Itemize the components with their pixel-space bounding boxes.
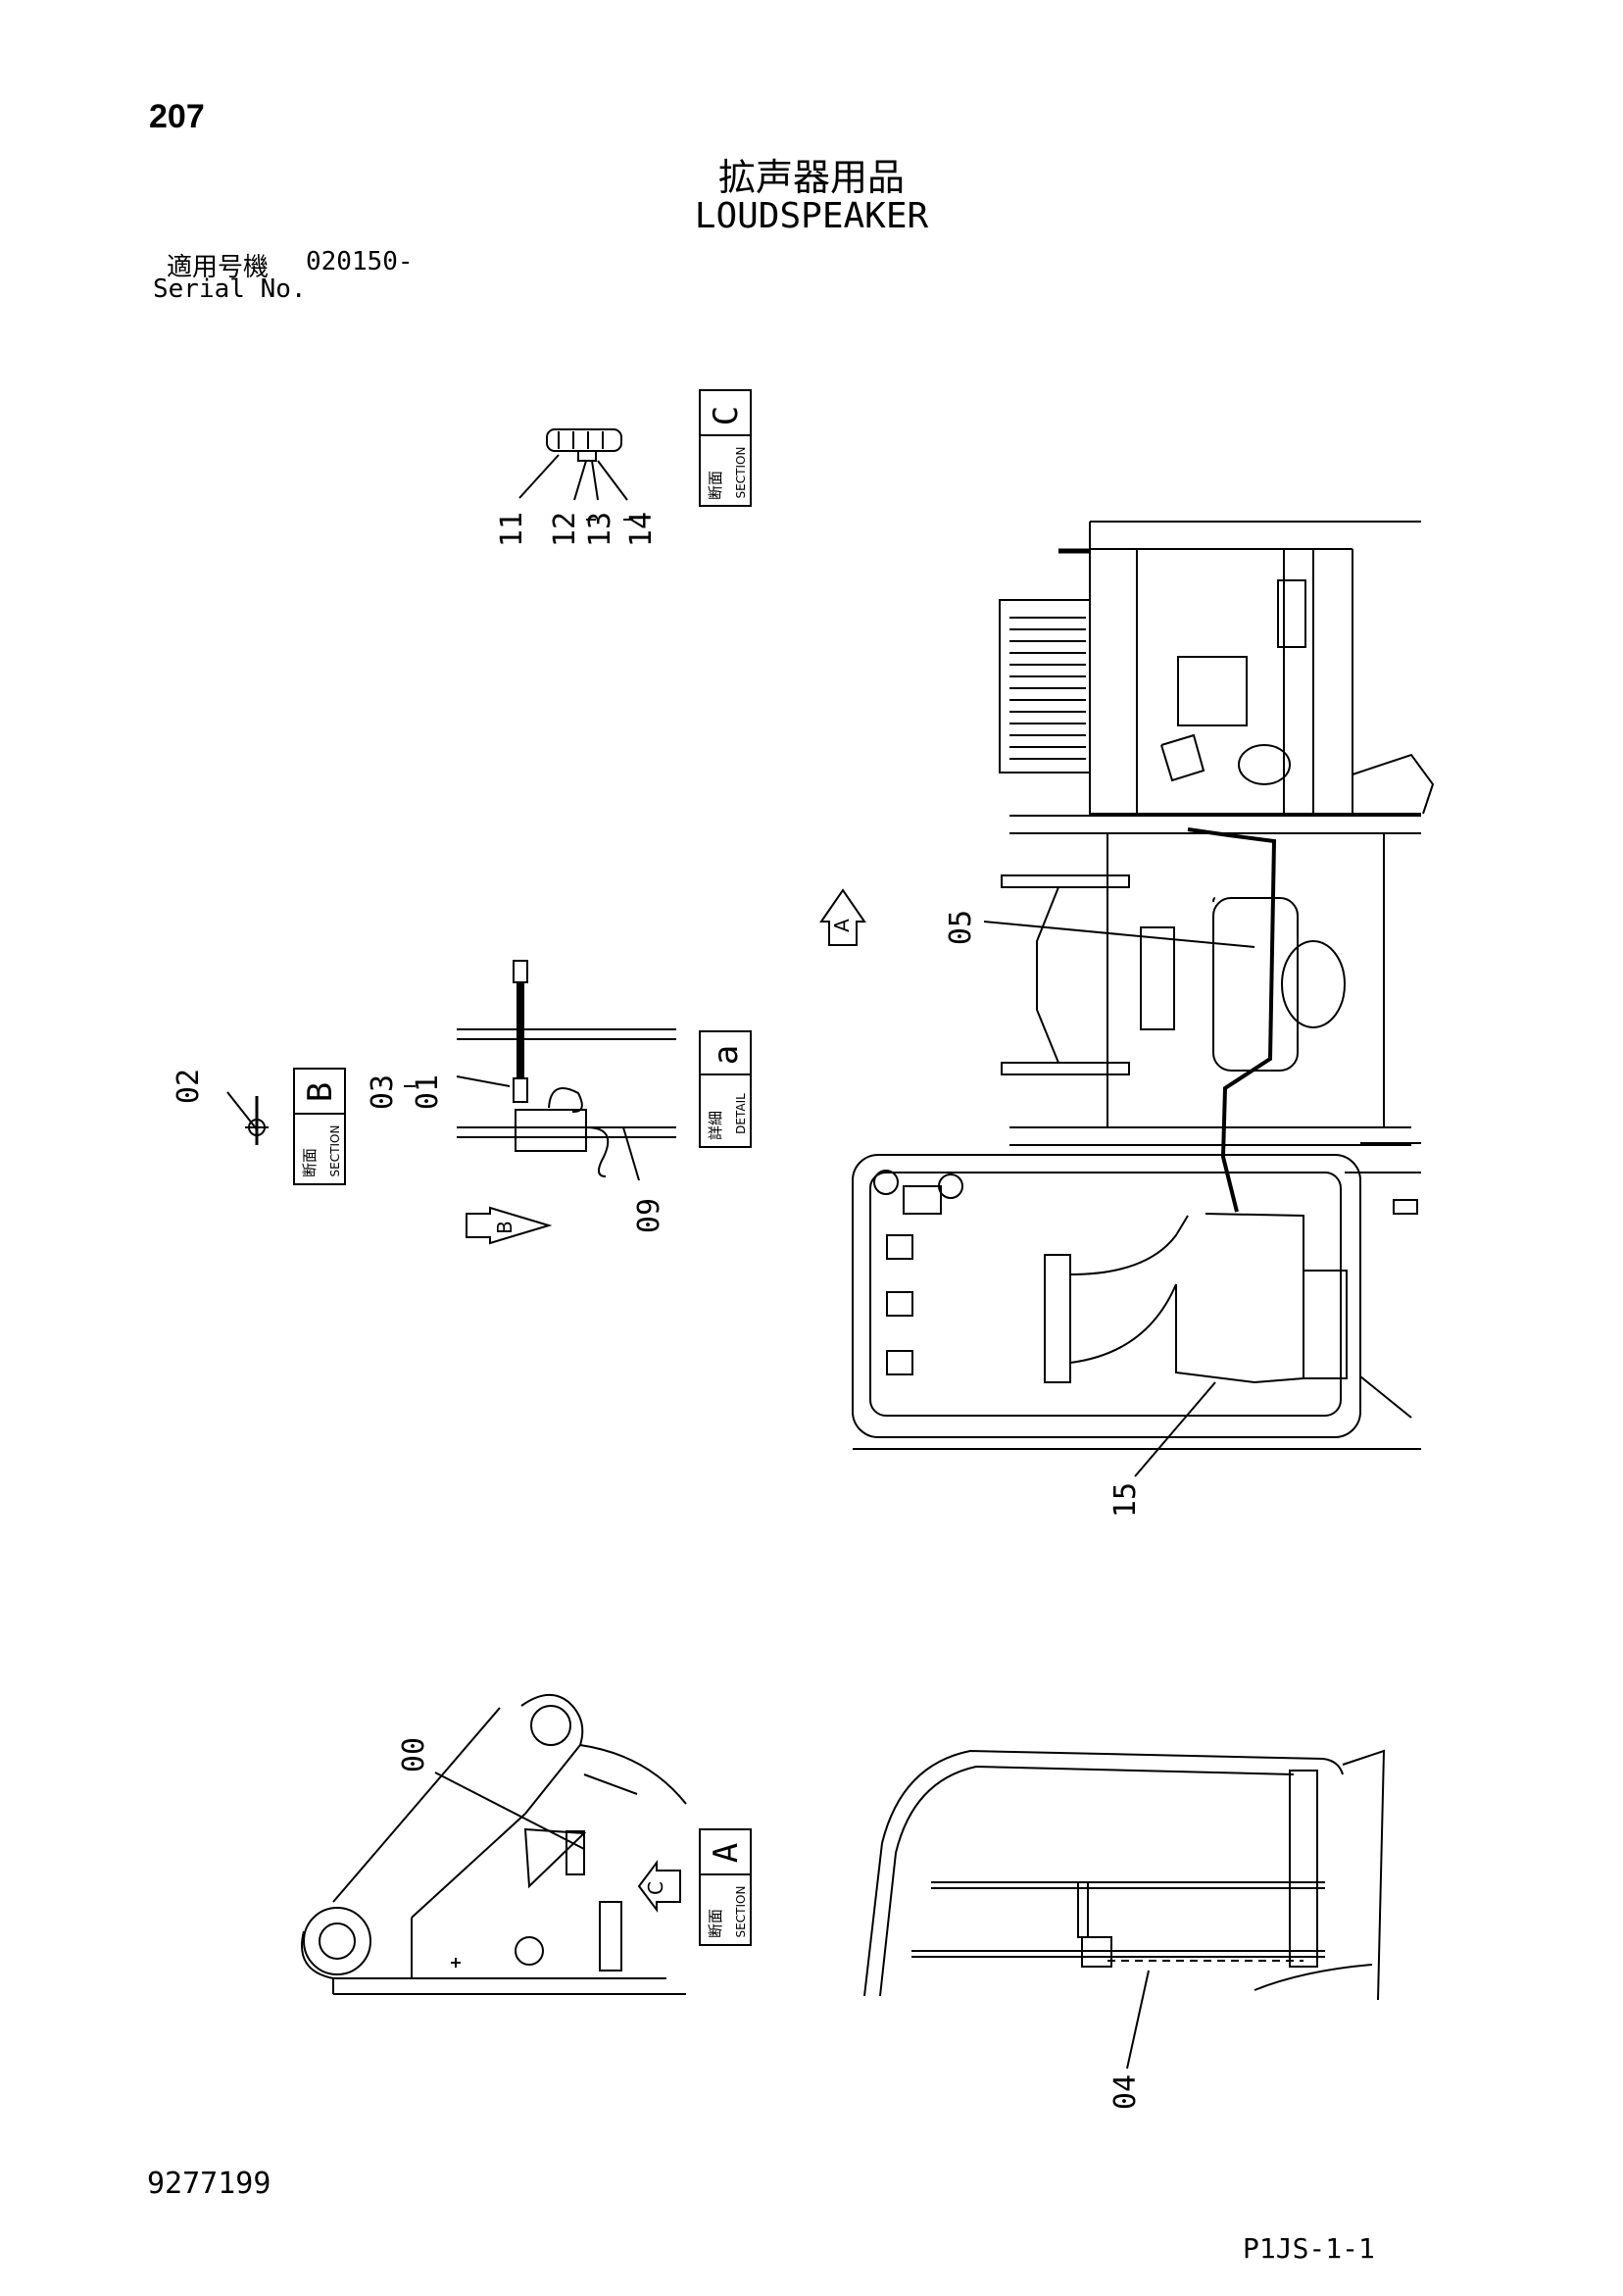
section-jp-c: 断面: [707, 471, 724, 500]
bracket-plate: [523, 1827, 587, 1889]
label-02: 02: [172, 1069, 206, 1104]
label-09: 09: [632, 1198, 666, 1233]
speaker-unit: [515, 1109, 587, 1152]
label-00: 00: [397, 1737, 431, 1772]
section-en-c: SECTION: [734, 447, 748, 499]
label-05: 05: [944, 910, 978, 945]
label-04: 04: [1108, 2074, 1143, 2110]
engine-plate: [1177, 656, 1248, 726]
title-english: LOUDSPEAKER: [694, 196, 929, 236]
serial-label-english: Serial No.: [153, 275, 307, 304]
section-jp-b: 断面: [301, 1148, 319, 1177]
section-letter-c: C: [707, 406, 746, 425]
section-letter-a: A: [707, 1843, 746, 1863]
section-c-view: [518, 428, 628, 501]
view-arrow-letter-c: C: [644, 1881, 667, 1895]
speaker-mount: [1277, 579, 1306, 648]
section-jp-a: 断面: [707, 1909, 724, 1938]
leader-15: [1134, 1381, 1216, 1477]
swing-bearing: [1281, 940, 1346, 1028]
leader-12: [573, 460, 587, 501]
cab-outline: [852, 1154, 1361, 1438]
view-arrow-letter-b: B: [493, 1221, 516, 1234]
section-en-b: SECTION: [328, 1125, 342, 1177]
filler-cap: [1238, 744, 1291, 785]
label-15: 15: [1108, 1482, 1143, 1518]
leader-11: [518, 454, 560, 499]
seat: [1044, 1254, 1071, 1383]
label-13: 13: [583, 512, 617, 547]
section-box-a: A 断面 SECTION: [699, 1828, 752, 1946]
speaker-04: [1081, 1936, 1112, 1968]
detail-box-a: a 詳細 DETAIL: [699, 1030, 752, 1148]
leader-02: [226, 1091, 258, 1130]
title-japanese: 拡声器用品: [717, 156, 905, 199]
rear-post: [1289, 1770, 1318, 1968]
section-letter-b: B: [301, 1082, 340, 1102]
label-12: 12: [548, 512, 582, 547]
section-box-b: B 断面 SECTION: [293, 1068, 346, 1185]
section-en-a: SECTION: [734, 1886, 748, 1938]
leader-04: [1126, 1970, 1150, 2070]
label-14: 14: [624, 512, 659, 547]
document-number: 9277199: [147, 2167, 271, 2201]
detail-en-a: DETAIL: [734, 1093, 748, 1134]
radiator-grille: [999, 599, 1091, 774]
serial-code: 020150-: [306, 247, 414, 276]
detail-letter-a: a: [707, 1045, 746, 1065]
machine-top-view: [852, 521, 1435, 1477]
connector: [513, 960, 528, 983]
view-arrow-b: B: [466, 1206, 553, 1245]
cab-roof-view: [863, 1749, 1386, 2070]
label-01: 01: [411, 1074, 445, 1110]
page-number: 207: [149, 98, 205, 135]
section-a-view: [301, 1694, 687, 1995]
harness-05: [1187, 827, 1277, 1213]
serial-label-japanese: 適用号機: [167, 253, 270, 282]
section-b-view: [226, 1091, 269, 1145]
leader-14: [597, 460, 628, 501]
label-03: 03: [366, 1074, 400, 1110]
page-reference: P1JS-1-1: [1243, 2232, 1375, 2265]
leader-01: [456, 1075, 511, 1087]
view-arrow-letter-a-upper: A: [830, 919, 854, 932]
leader-00: [434, 1772, 585, 1850]
leader-09: [622, 1126, 640, 1181]
view-arrow-a-upper: A: [819, 888, 866, 946]
detail-a-view: [456, 960, 676, 1181]
plate-holes: [599, 1901, 622, 1972]
leader-13: [591, 460, 599, 501]
leader-05: [983, 921, 1255, 948]
console: [1303, 1270, 1348, 1379]
speaker-bracket: [577, 450, 597, 462]
detail-jp-a: 詳細: [707, 1111, 724, 1140]
label-11: 11: [495, 512, 529, 547]
view-arrow-a-lower: C: [637, 1860, 681, 1913]
section-box-c: C 断面 SECTION: [699, 389, 752, 507]
